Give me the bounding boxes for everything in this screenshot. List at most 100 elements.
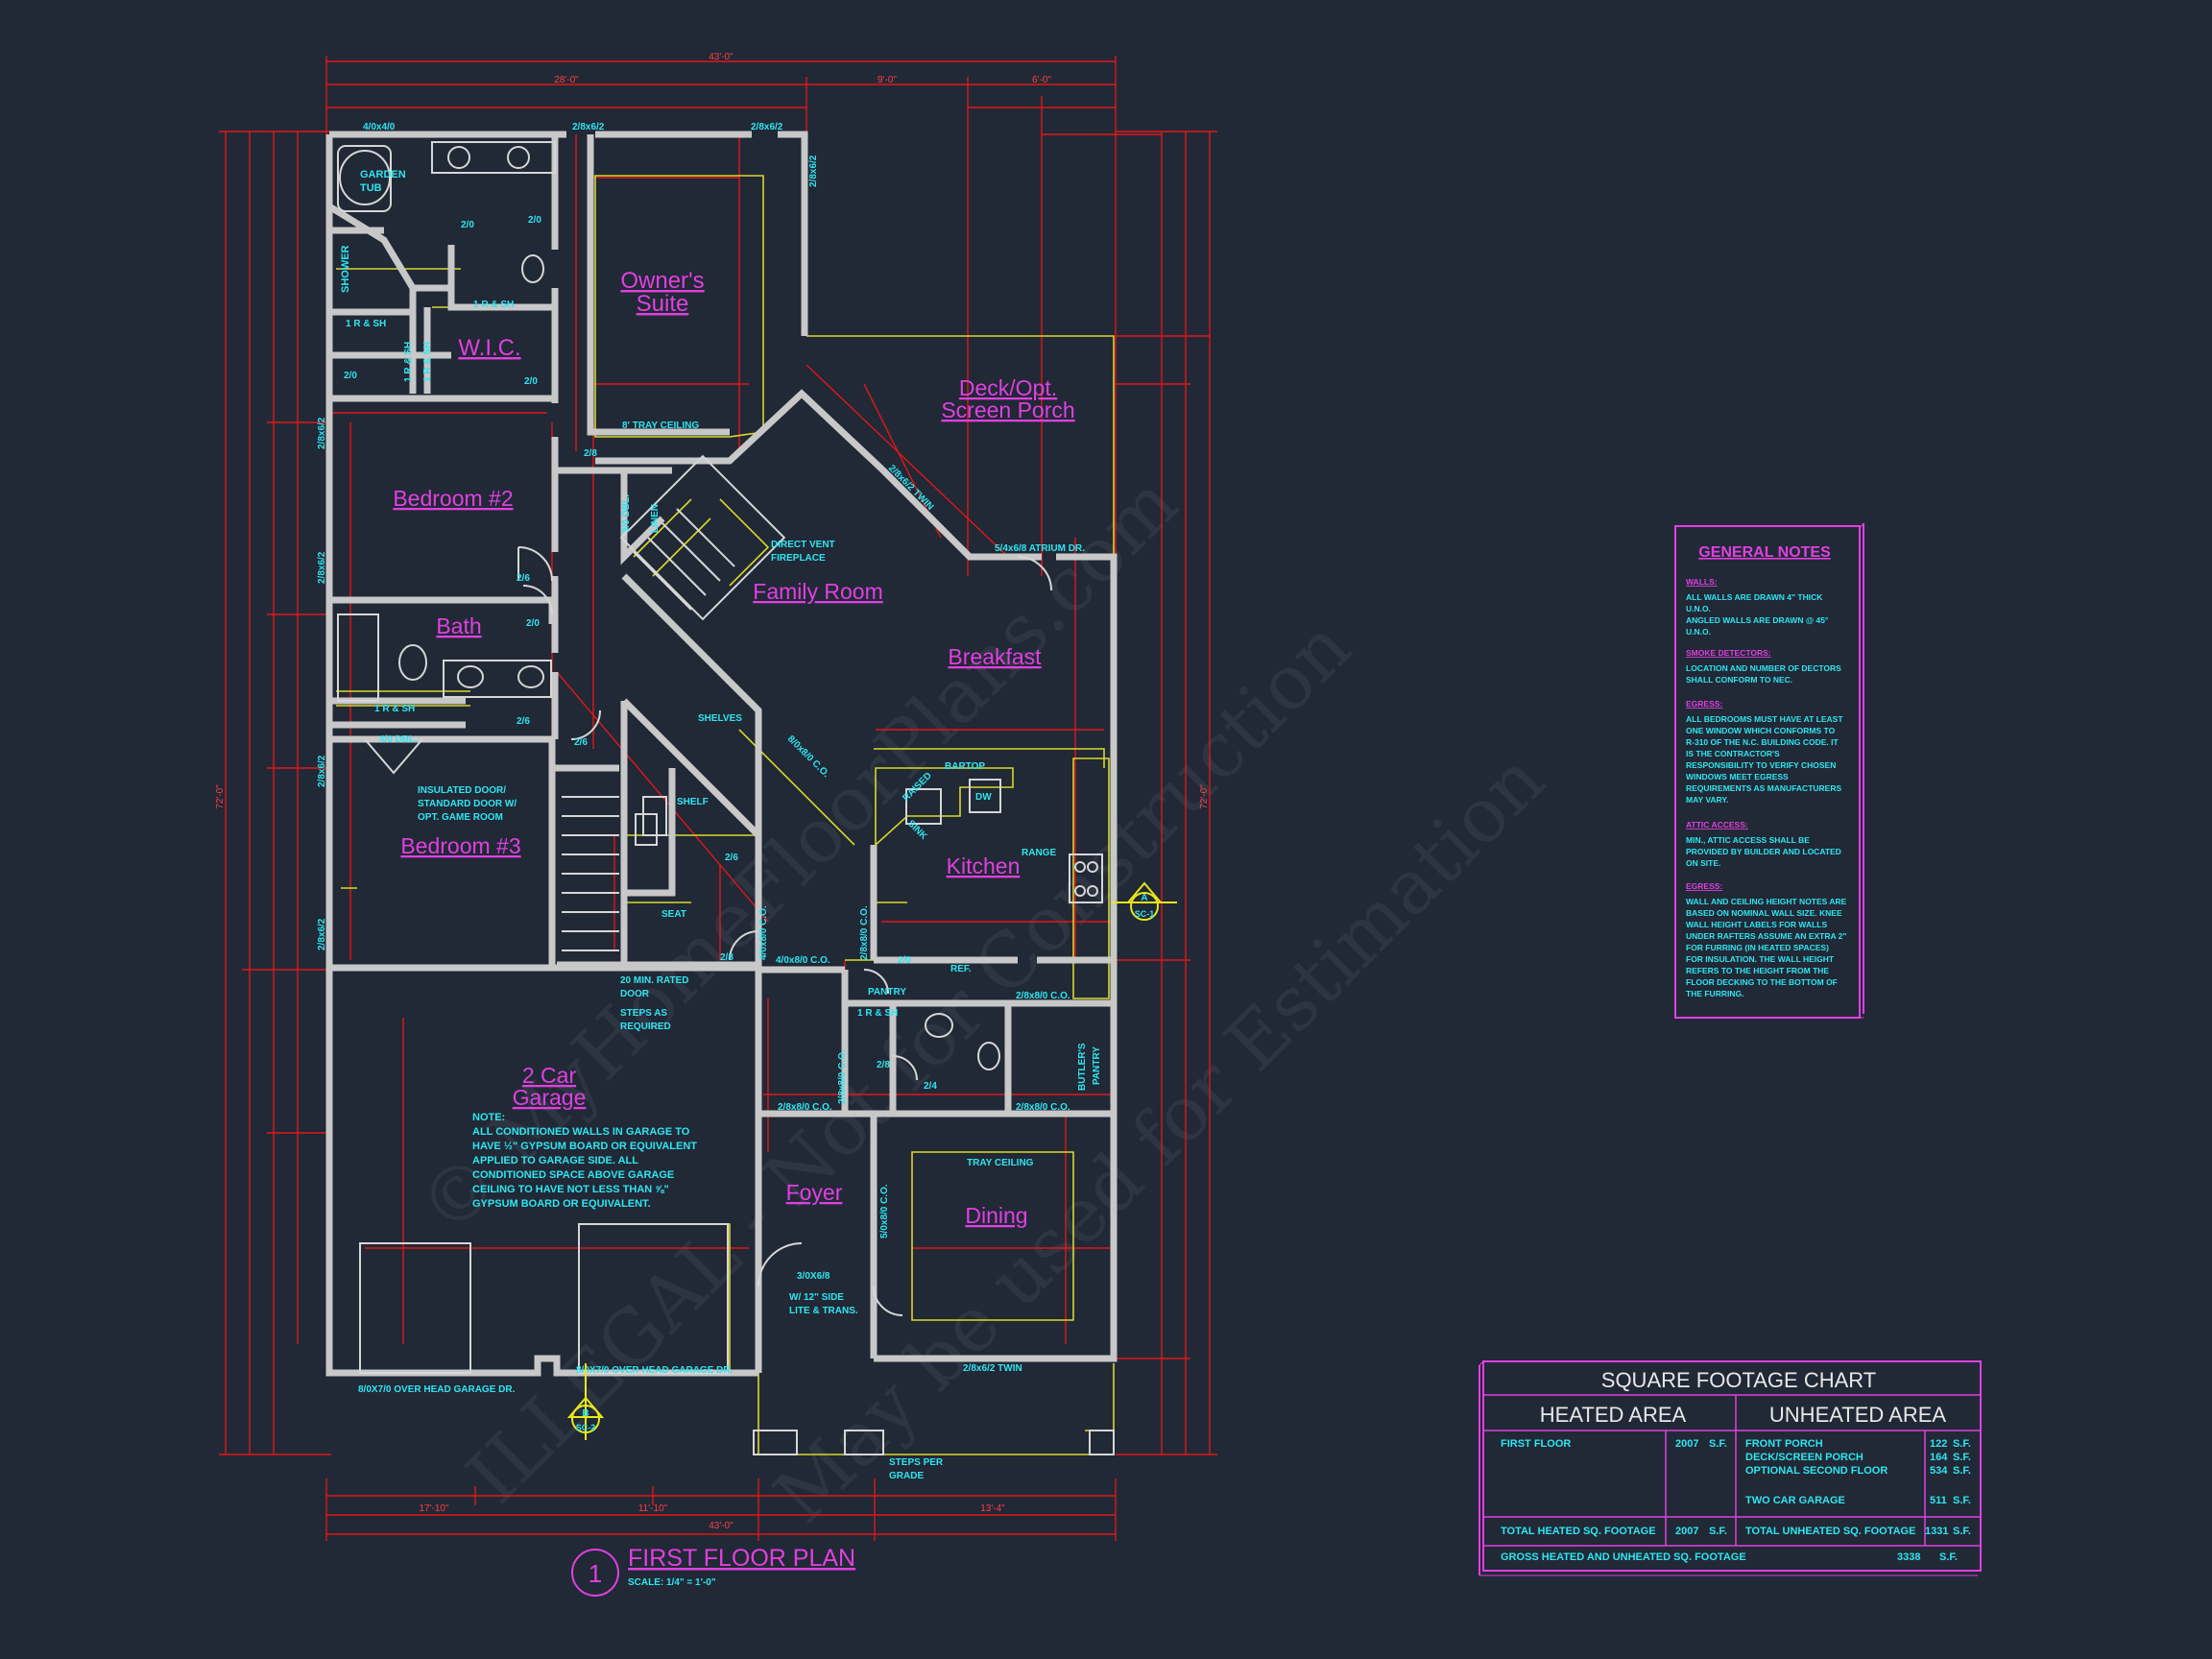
notes-egress-4: IS THE CONTRACTOR'S [1686,749,1780,758]
cased-opening-28d-label: 2/8x8/0 C.O. [778,1102,832,1113]
door-tag-26d: 2/6 [725,853,738,863]
window-tag-right: 2/8x6/2 [808,155,819,187]
cased-opening-50-label: 5/0x8/0 C.O. [879,1184,890,1238]
sqft-second-floor: OPTIONAL SECOND FLOOR [1745,1465,1887,1477]
notes-attic-2: PROVIDED BY BUILDER AND LOCATED [1686,847,1841,856]
door-tag-28b: 2/8 [720,952,733,963]
tray-ceiling-8-label: 8' TRAY CEILING [622,421,699,431]
notes-title: GENERAL NOTES [1698,544,1831,561]
sqft-total-heated: TOTAL HEATED SQ. FOOTAGE [1501,1526,1656,1537]
cased-opening-28c-label: 2/8x8/0 C.O. [837,1049,848,1104]
garage-label-2: Garage [513,1085,587,1110]
rsh-label-5: 1 R & SH [374,704,415,714]
linen-label: LINEN [650,504,661,533]
notes-egress-3: R-310 OF THE N.C. BUILDING CODE. IT [1686,737,1839,747]
notes-walls-2: U.N.O. [1686,604,1711,613]
door-tag-20d: 2/0 [524,376,538,387]
cased-opening-80-label: 8/0x8/0 C.O. [785,733,831,780]
notes-smoke-heading: SMOKE DETECTORS: [1686,648,1771,658]
door-tag-26b: 2/6 [517,716,530,727]
garage-note-line-0: NOTE: [472,1112,505,1123]
general-notes-box: GENERAL NOTES WALLS: ALL WALLS ARE DRAWN… [1674,522,1864,1019]
insulated-door-label-3: OPT. GAME ROOM [418,812,503,823]
dim-bottom-a: 17'-10" [419,1503,448,1514]
garage-note: NOTE: ALL CONDITIONED WALLS IN GARAGE TO… [472,1112,697,1210]
sqft-unit-8: S.F. [1939,1551,1958,1563]
steps-required-label-2: REQUIRED [620,1022,671,1032]
sqft-unit-3: S.F. [1953,1452,1971,1463]
seat-label: SEAT [661,909,686,920]
rsh-label-4: 1 R & SH [422,342,433,382]
sqft-unit-7: S.F. [1953,1526,1971,1537]
steps-required-label-1: STEPS AS [620,1008,667,1019]
dim-overall-top: 43'-0" [709,52,733,62]
steps-grade-label-1: STEPS PER [889,1457,944,1468]
rsh-label-1: 1 R & SH [346,319,386,329]
notes-egress2-9: THE FURRING. [1686,989,1743,998]
notes-egress2-1: WALL AND CEILING HEIGHT NOTES ARE [1686,897,1847,906]
notes-egress-1: ALL BEDROOMS MUST HAVE AT LEAST [1686,714,1843,724]
door-tag-28a: 2/8 [584,448,597,459]
sqft-garage: TWO CAR GARAGE [1745,1495,1845,1506]
section-b-ref: SC-2 [576,1423,596,1432]
sqft-second-floor-value: 534 [1930,1465,1948,1477]
sqft-total-unheated-value: 1331 [1925,1526,1948,1537]
door-tag-20b: 2/0 [528,215,541,226]
fixtures [337,141,1115,1455]
notes-egress-8: MAY VARY. [1686,795,1728,805]
rsh-label-6: 1 R & SH [857,1008,898,1019]
butlers-pantry-label-2: PANTRY [1092,1046,1102,1085]
family-room-label: Family Room [753,579,882,604]
door-tag-26c: 2/6 [574,737,588,748]
sqft-total-heated-value: 2007 [1675,1526,1698,1537]
direct-vent-label-1: DIRECT VENT [771,540,835,550]
window-tag-left-4: 2/8x6/2 [317,918,327,950]
notes-egress2-5: FOR FURRING (IN HEATED SPACES) [1686,943,1829,952]
notes-smoke-2: SHALL CONFORM TO NEC. [1686,675,1792,685]
notes-smoke-1: LOCATION AND NUMBER OF DECTORS [1686,663,1841,673]
sqft-gross-value: 3338 [1897,1551,1920,1563]
garden-tub-label-2: TUB [360,182,382,194]
rsh-label-3: 1 R & SH [403,342,414,382]
bath-label: Bath [436,613,481,638]
side-lite-label-1: W/ 12" SIDE [789,1292,844,1303]
door-tag-24: 2/4 [924,1081,937,1092]
door-tag-20c: 2/0 [344,371,357,381]
shelves-label: SHELVES [698,713,742,724]
watermark: © MyHomeFloorPlans.com ILLEGAL - Not for… [403,460,1561,1539]
sqft-unheated-header: UNHEATED AREA [1769,1403,1947,1427]
breakfast-label: Breakfast [948,644,1042,669]
section-marker-b: B SC-2 [566,1363,605,1440]
notes-egress-6: WINDOWS MEET EGRESS [1686,772,1789,781]
twin-window-label: 2/8x6/2 TWIN [886,463,935,512]
section-marker-a: A SC-1 [1112,881,1177,921]
tray-ceiling-label: TRAY CEILING [967,1158,1034,1168]
dim-bottom-b: 11'-10" [638,1503,668,1514]
sqft-title: SQUARE FOOTAGE CHART [1601,1368,1876,1392]
deck-label-2: Screen Porch [941,397,1074,422]
section-b-letter: B [582,1408,589,1419]
sqft-deck-value: 164 [1930,1452,1948,1463]
garage-label-1: 2 Car [522,1063,577,1088]
window-tag-top-2: 2/8x6/2 [572,122,605,132]
sqft-garage-value: 511 [1930,1495,1947,1506]
shower-label: SHOWER [340,245,351,293]
notes-egress2-4: UNDER RAFTERS ASSUME AN EXTRA 2" [1686,931,1846,941]
foyer-label: Foyer [786,1180,843,1205]
notes-walls-heading: WALLS: [1686,577,1718,587]
sqft-first-floor: FIRST FLOOR [1501,1438,1571,1450]
garage-door-1-label: 8/0X7/0 OVER HEAD GARAGE DR. [358,1384,516,1395]
owners-suite-label-2: Suite [637,291,689,317]
cased-opening-28a-label: 2/8x8/0 C.O. [859,905,870,960]
sqft-gross: GROSS HEATED AND UNHEATED SQ. FOOTAGE [1501,1551,1746,1563]
notes-egress-7: REQUIREMENTS AS MANUFACTURERS [1686,783,1841,793]
cased-opening-28b-label: 2/8x8/0 C.O. [1016,991,1070,1001]
door-tag-26a: 2/6 [517,573,530,584]
front-door-label: 3/0X6/8 [797,1271,830,1282]
garage-note-line-3: APPLIED TO GARAGE SIDE. ALL [472,1155,638,1166]
insulated-door-label-1: INSULATED DOOR/ [418,785,506,796]
door-tag-20f: 2/0 [898,955,911,966]
door-tag-20g: 2/8 [877,1060,890,1070]
stairs [562,508,735,951]
sqft-unit-2: S.F. [1953,1438,1971,1450]
